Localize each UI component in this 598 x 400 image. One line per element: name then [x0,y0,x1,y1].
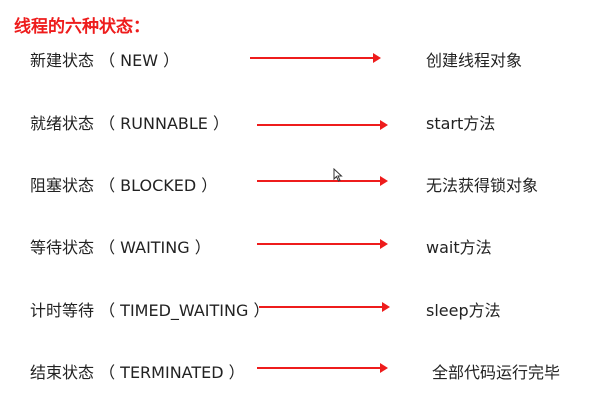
arrow-icon [257,363,388,373]
mouse-pointer-icon [333,167,343,186]
state-description: 创建线程对象 [426,51,523,70]
state-description: start方法 [426,114,496,133]
page-title: 线程的六种状态： [14,17,150,37]
state-label: 就绪状态 （ RUNNABLE ） [30,114,229,133]
state-label: 新建状态 （ NEW ） [30,51,180,70]
state-label: 计时等待 （ TIMED_WAITING ） [30,301,270,320]
state-label: 结束状态 （ TERMINATED ） [30,363,245,382]
arrow-icon [257,176,388,186]
state-description: sleep方法 [426,301,501,320]
arrow-icon [250,53,381,63]
state-description: 无法获得锁对象 [426,176,539,195]
state-label: 等待状态 （ WAITING ） [30,238,211,257]
arrow-icon [257,239,388,249]
state-description: 全部代码运行完毕 [432,363,561,382]
arrow-icon [259,302,390,312]
state-description: wait方法 [426,238,492,257]
state-label: 阻塞状态 （ BLOCKED ） [30,176,218,195]
arrow-icon [257,120,388,130]
